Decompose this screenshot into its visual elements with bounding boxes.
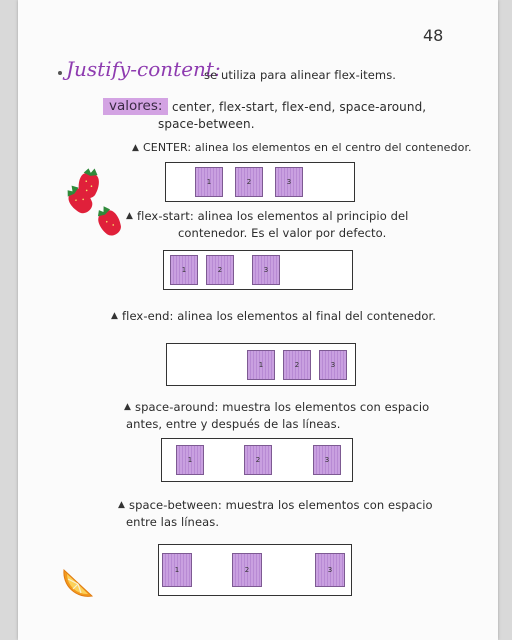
- space-around-description-2: antes, entre y después de las líneas.: [126, 417, 341, 431]
- flex-item: 2: [206, 255, 234, 285]
- heading-title: Justify-content:: [66, 57, 221, 81]
- flex-item-label: 1: [258, 361, 264, 369]
- valores-label: valores:: [103, 98, 169, 115]
- triangle-bullet-icon: ▲: [111, 311, 118, 321]
- flex-item: 2: [235, 167, 263, 197]
- triangle-bullet-icon: ▲: [132, 143, 139, 153]
- notebook-page: 48 Justify-content: se utiliza para alin…: [18, 0, 498, 640]
- heading-description: se utiliza para alinear flex-items.: [204, 68, 397, 82]
- bullet-dot: [58, 71, 62, 75]
- flex-item-label: 3: [324, 456, 330, 464]
- flex-item-label: 1: [181, 266, 187, 274]
- page-number: 48: [423, 26, 444, 45]
- flex-item-label: 3: [330, 361, 336, 369]
- flex-item-label: 1: [187, 456, 193, 464]
- flex-item: 2: [283, 350, 311, 380]
- flex-item-label: 2: [246, 178, 252, 186]
- flex-item: 3: [275, 167, 303, 197]
- flex-item-label: 2: [294, 361, 300, 369]
- flex-item: 1: [247, 350, 275, 380]
- triangle-bullet-icon: ▲: [126, 211, 133, 221]
- flex-item: 2: [232, 553, 262, 587]
- flex-item: 1: [170, 255, 198, 285]
- flex-item-label: 3: [286, 178, 292, 186]
- flex-item: 2: [244, 445, 272, 475]
- triangle-bullet-icon: ▲: [118, 500, 125, 510]
- space-around-container: 1 2 3: [161, 438, 353, 482]
- flex-item: 1: [195, 167, 223, 197]
- flex-item-label: 2: [217, 266, 223, 274]
- space-around-description-1: space-around: muestra los elementos con …: [135, 400, 430, 414]
- flex-end-container: 1 2 3: [166, 343, 356, 386]
- space-between-container: 1 2 3: [158, 544, 352, 596]
- flex-item: 1: [162, 553, 192, 587]
- flex-item: 3: [315, 553, 345, 587]
- space-between-description-2: entre las líneas.: [126, 515, 220, 529]
- flex-item: 3: [252, 255, 280, 285]
- flex-item-label: 3: [327, 566, 333, 574]
- valores-line-1: center, flex-start, flex-end, space-arou…: [172, 100, 427, 114]
- flex-start-description-2: contenedor. Es el valor por defecto.: [178, 226, 387, 240]
- flex-item-label: 1: [174, 566, 180, 574]
- flex-item-label: 1: [206, 178, 212, 186]
- flex-start-container: 1 2 3: [163, 250, 353, 290]
- valores-line-2: space-between.: [158, 117, 255, 131]
- strawberry-icon: [67, 168, 121, 236]
- orange-slice-icon: [63, 568, 94, 597]
- flex-item: 1: [176, 445, 204, 475]
- flex-start-description-1: flex-start: alinea los elementos al prin…: [137, 209, 409, 223]
- flex-item: 3: [319, 350, 347, 380]
- flex-item-label: 2: [255, 456, 261, 464]
- center-description: CENTER: alinea los elementos en el centr…: [143, 141, 472, 154]
- space-between-description-1: space-between: muestra los elementos con…: [129, 498, 433, 512]
- triangle-bullet-icon: ▲: [124, 402, 131, 412]
- flex-item: 3: [313, 445, 341, 475]
- flex-end-description: flex-end: alinea los elementos al final …: [122, 309, 437, 323]
- flex-item-label: 3: [263, 266, 269, 274]
- flex-item-label: 2: [244, 566, 250, 574]
- center-container: 1 2 3: [165, 162, 355, 202]
